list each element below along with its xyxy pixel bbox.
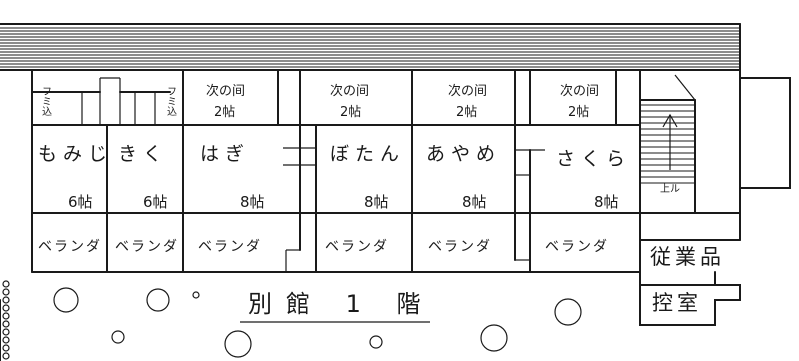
room-name-botan: ぼたん [330, 143, 405, 165]
veranda-label-1: ベランダ [38, 239, 102, 255]
garden-edge-stone [2, 344, 10, 352]
left-outer-wall [0, 69, 33, 361]
tsugi-label-4: 次の间 [560, 83, 599, 99]
stairs-label: 上ル [660, 183, 680, 195]
room-name-kiku: きく [118, 143, 168, 165]
staff-room-outline [639, 239, 741, 326]
tsugi-labels: 次の间 2帖 次の间 2帖 次の间 2帖 次の间 2帖 [206, 83, 599, 120]
room-dividers [106, 69, 641, 273]
room-size-ayame: 8帖 [462, 193, 487, 211]
tsugi-size-4: 2帖 [568, 105, 589, 120]
garden-edge-stone [2, 312, 10, 320]
veranda-labels: ベランダ ベランダ ベランダ ベランダ ベランダ ベランダ [38, 239, 609, 255]
tsugi-size-1: 2帖 [214, 105, 235, 120]
veranda-label-4: ベランダ [325, 239, 389, 255]
garden-edge-stone [2, 304, 10, 312]
fumikomi-labels: フミ込 フミ込 [40, 86, 177, 116]
garden-edge-stone [2, 328, 10, 336]
room-name-ayame: あやめ [426, 143, 501, 165]
garden-edge-stone [2, 296, 10, 304]
veranda-label-6: ベランダ [545, 239, 609, 255]
fumikomi-label-1: フミ込 [40, 86, 52, 116]
garden-edge [2, 280, 10, 360]
building-outline [31, 23, 741, 273]
staff-room-label-line1: 従業品 [650, 245, 725, 269]
stairs [639, 74, 696, 214]
tsugi-label-3: 次の间 [448, 83, 487, 99]
garden-shrubs [53, 287, 582, 358]
room-size-botan: 8帖 [364, 193, 389, 211]
veranda-label-3: ベランダ [198, 239, 262, 255]
garden-edge-stone [2, 336, 10, 344]
tsugi-label-2: 次の间 [330, 83, 369, 99]
tsugi-size-3: 2帖 [456, 105, 477, 120]
room-size-momiji: 6帖 [68, 193, 93, 211]
room-labels: もみじ 6帖 きく 6帖 はぎ 8帖 ぼたん 8帖 あやめ 8帖 さくら 8帖 [38, 143, 631, 211]
right-annex [739, 77, 791, 189]
tsugi-size-2: 2帖 [340, 105, 361, 120]
veranda-label-2: ベランダ [115, 239, 179, 255]
garden-edge-stone [2, 280, 10, 288]
room-name-sakura: さくら [556, 148, 631, 170]
fumikomi-lines [81, 77, 156, 125]
room-size-hagi: 8帖 [240, 193, 265, 211]
staff-room-label-line2: 控室 [652, 291, 702, 315]
corridor-hatch [0, 27, 740, 68]
garden-edge-stone [2, 320, 10, 328]
veranda-label-5: ベランダ [428, 239, 492, 255]
room-size-kiku: 6帖 [143, 193, 168, 211]
tsugi-label-1: 次の间 [206, 83, 245, 99]
fumikomi-label-2: フミ込 [165, 86, 177, 116]
garden-edge-stone [2, 288, 10, 296]
room-name-hagi: はぎ [200, 143, 250, 165]
garden-edge-stone [2, 352, 10, 360]
page-title: 別館 1 階 [248, 290, 435, 318]
room-name-momiji: もみじ [38, 143, 113, 165]
room-size-sakura: 8帖 [594, 193, 619, 211]
